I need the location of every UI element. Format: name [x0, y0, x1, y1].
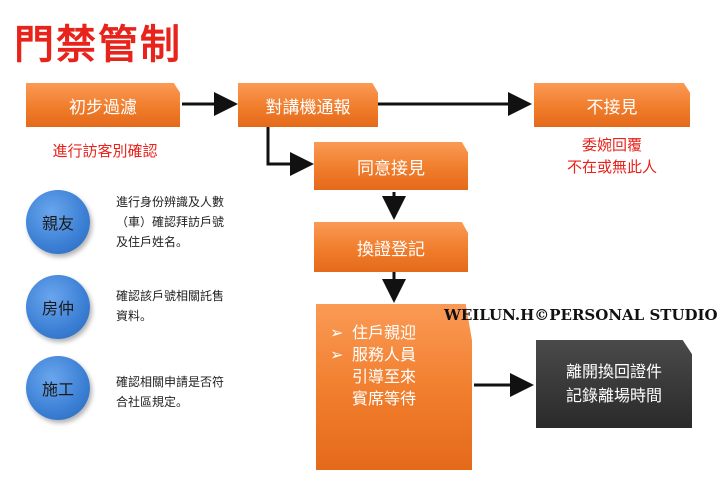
watermark: WEILUN.H©PERSONAL STUDIO — [444, 306, 718, 324]
guest-handling-list: ➢ 住戶親迎 ➢ 服務人員 引導至來 賓席等待 — [330, 322, 470, 410]
visitor-desc-construction: 確認相關申請是否符 合社區規定。 — [116, 372, 256, 412]
visitor-desc-agent: 確認該戶號相關託售 資料。 — [116, 286, 256, 326]
decline-box: 不接見 — [534, 83, 690, 127]
decline-note: 委婉回覆 不在或無此人 — [534, 134, 690, 178]
decline-note-line: 不在或無此人 — [566, 158, 657, 176]
list-item-text: 服務人員 引導至來 賓席等待 — [352, 344, 416, 410]
leave-box-line: 記錄離場時間 — [565, 386, 662, 405]
initial-filter-box: 初步過濾 — [26, 83, 180, 127]
visitor-desc-relatives: 進行身份辨識及人數 （車）確認拜訪戶號 及住戶姓名。 — [116, 192, 256, 252]
list-item-line: 服務人員 — [352, 345, 417, 364]
bullet-icon: ➢ — [330, 323, 344, 342]
intercom-box: 對講機通報 — [238, 83, 378, 127]
verify-note: 進行訪客別確認 — [52, 142, 158, 160]
desc-line: 進行身份辨識及人數 — [116, 195, 225, 209]
desc-line: 確認該戶號相關託售 — [116, 289, 225, 303]
guest-handling-box — [316, 304, 472, 470]
visitor-type-construction: 施工 — [26, 356, 90, 420]
desc-line: 確認相關申請是否符 — [116, 375, 225, 389]
list-item: ➢ 住戶親迎 — [330, 322, 470, 344]
arrow-intercom-to-accept — [266, 126, 314, 176]
exchange-box: 換證登記 — [314, 222, 468, 272]
decline-note-line: 委婉回覆 — [581, 136, 642, 154]
page-title: 門禁管制 — [14, 22, 182, 68]
bullet-icon: ➢ — [330, 345, 344, 364]
list-item-text: 住戶親迎 — [352, 323, 417, 342]
list-item: ➢ 服務人員 引導至來 賓席等待 — [330, 344, 470, 410]
leave-box: 離開換回證件 記錄離場時間 — [536, 340, 692, 428]
visitor-type-relatives: 親友 — [26, 190, 90, 254]
list-item-line: 引導至來 — [352, 367, 417, 386]
visitor-type-agent: 房仲 — [26, 275, 90, 339]
desc-line: 及住戶姓名。 — [116, 235, 189, 249]
desc-line: 合社區規定。 — [116, 395, 189, 409]
accept-box: 同意接見 — [314, 142, 468, 190]
leave-box-line: 離開換回證件 — [565, 362, 662, 381]
desc-line: （車）確認拜訪戶號 — [116, 215, 225, 229]
list-item-line: 賓席等待 — [352, 389, 417, 408]
desc-line: 資料。 — [116, 309, 153, 323]
